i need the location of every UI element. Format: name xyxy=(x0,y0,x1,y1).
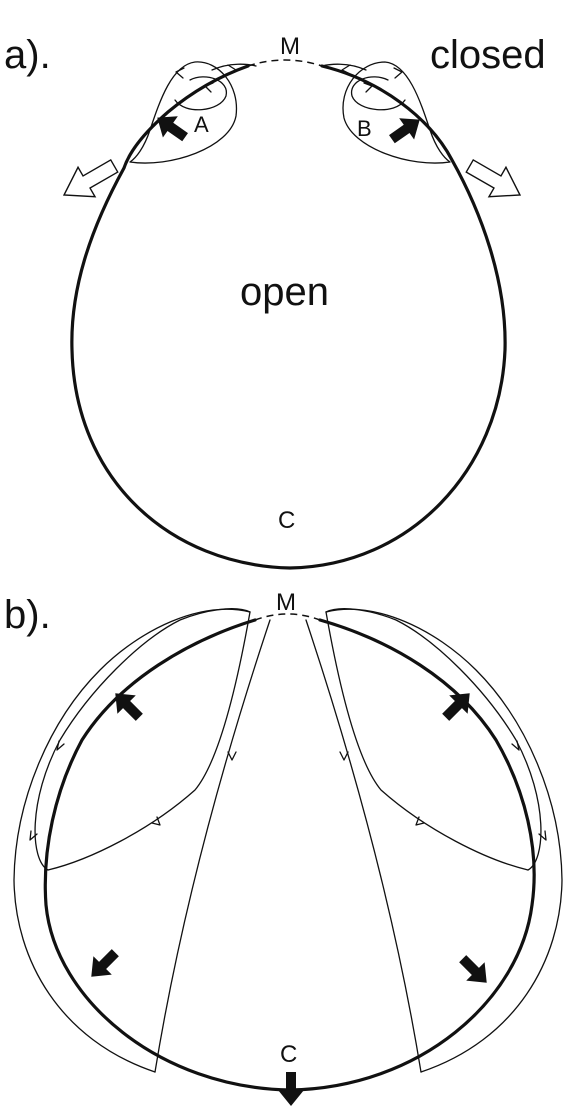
noon-label-a: M xyxy=(280,33,300,60)
noon-label-b: M xyxy=(276,589,296,616)
boundary-motion-arrow-a xyxy=(157,116,188,142)
region-closed-label: closed xyxy=(430,33,546,77)
dayside-merging-gap-a xyxy=(247,59,323,67)
dayside-merging-gap-b xyxy=(254,613,321,621)
boundary-motion-arrow-b xyxy=(389,118,420,144)
boundary-motion-arrow-upper-right xyxy=(442,693,470,721)
flow-lobe-left-return xyxy=(47,611,251,871)
midnight-label-b: C xyxy=(280,1041,297,1068)
flow-arrow-tip xyxy=(511,740,520,751)
flow-cell-a-return xyxy=(211,63,257,71)
boundary-motion-arrow-upper-left xyxy=(115,693,143,721)
boundary-motion-arrow-lower-right xyxy=(459,955,487,983)
flow-cell-b-outer xyxy=(342,61,451,164)
boundary-motion-arrow-lower-left xyxy=(91,949,119,977)
flow-arrow-tip xyxy=(204,82,214,93)
polar-cap-boundary-b xyxy=(43,618,536,1092)
flow-lobe-left-inner xyxy=(34,608,251,871)
flow-arrow-tip xyxy=(175,67,185,79)
polar-cap-boundary-a xyxy=(70,64,507,570)
panel-a-label: a). xyxy=(4,33,51,77)
flow-lobe-left-reconnect xyxy=(154,619,271,1073)
cell-label-a: A xyxy=(194,112,209,137)
flow-cell-a-inner xyxy=(174,76,227,111)
flow-lobe-right-inner xyxy=(325,608,542,871)
expansion-arrow-left xyxy=(62,158,119,198)
flow-arrow-tip xyxy=(415,816,425,826)
midnight-label-a: C xyxy=(278,507,295,534)
panel-b-label: b). xyxy=(4,593,51,637)
flow-lobe-left-outer xyxy=(13,608,251,1073)
flow-lobe-right-reconnect xyxy=(305,619,422,1073)
flow-arrow-tip xyxy=(538,830,547,841)
panel-b: b). M C xyxy=(4,589,563,1106)
flow-arrow-tip xyxy=(363,82,373,93)
flow-arrow-tip xyxy=(227,751,237,761)
expansion-arrow-right xyxy=(465,158,522,198)
flow-arrow-tip xyxy=(341,64,351,75)
flow-cell-b-inner xyxy=(351,76,406,111)
flow-arrow-tip xyxy=(227,64,237,75)
panel-a: a). closed M open C A B xyxy=(4,33,546,570)
flow-arrow-tip xyxy=(393,67,403,79)
cell-label-b: B xyxy=(357,116,372,141)
flow-lobe-right-return xyxy=(325,611,529,871)
region-open-label: open xyxy=(240,270,329,314)
flow-cell-b-return xyxy=(321,63,367,71)
flow-arrow-tip xyxy=(29,830,38,841)
flow-lobe-right-outer xyxy=(325,608,563,1073)
flow-arrow-tip xyxy=(339,751,349,761)
flow-arrow-tip xyxy=(151,816,161,826)
flow-cell-a-outer xyxy=(129,61,238,164)
flow-arrow-tip xyxy=(56,740,65,751)
boundary-motion-arrow-midnight xyxy=(278,1072,304,1106)
